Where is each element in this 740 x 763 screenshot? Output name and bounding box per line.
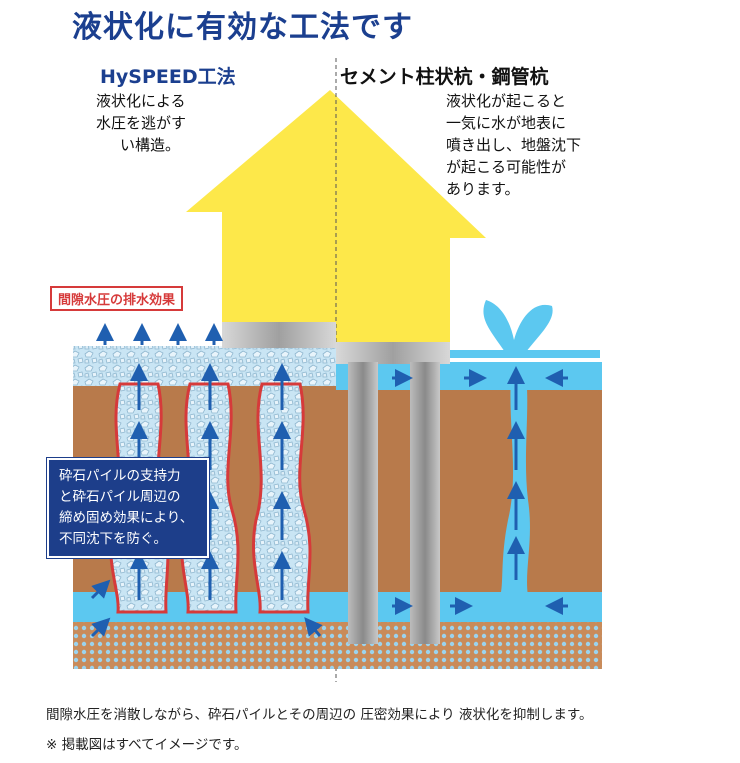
drainage-callout: 間隙水圧の排水効果 [50, 286, 184, 311]
water-flow-arrow [392, 366, 568, 615]
page-title: 液状化に有効な工法です [72, 10, 413, 45]
desc-line: 水圧を逃がす [96, 114, 187, 132]
desc-line: あります。 [446, 180, 520, 198]
left-description: 液状化による 水圧を逃がす い構造。 [96, 90, 186, 156]
desc-line: 液状化による [96, 92, 186, 110]
note: ※ 掲載図はすべてイメージです。 [46, 737, 248, 753]
info-line: と砕石パイル周辺の [59, 489, 181, 505]
right-method-heading: セメント柱状杭・鋼管杭 [340, 66, 549, 88]
info-box: 砕石パイルの支持力 と砕石パイル周辺の 締め固め効果により、 不同沈下を防ぐ。 [46, 457, 210, 559]
water-fountain [483, 300, 553, 352]
info-line: 締め固め効果により、 [59, 510, 194, 526]
desc-line: が起こる可能性が [446, 158, 567, 176]
desc-line: 液状化が起こると [446, 92, 567, 110]
desc-line: 一気に水が地表に [446, 114, 567, 132]
info-line: 砕石パイルの支持力 [59, 468, 181, 484]
caption: 間隙水圧を消散しながら、砕石パイルとその周辺の 圧密効果により 液状化を抑制しま… [46, 707, 593, 723]
desc-line: い構造。 [120, 136, 181, 154]
desc-line: 噴き出し、地盤沈下 [446, 136, 582, 154]
info-line: 不同沈下を防ぐ。 [59, 531, 167, 547]
right-ground [336, 300, 602, 669]
steel-pile [348, 362, 378, 644]
steel-pile [410, 362, 440, 644]
right-description: 液状化が起こると 一気に水が地表に 噴き出し、地盤沈下 が起こる可能性が ありま… [446, 90, 581, 200]
left-method-heading: HySPEED工法 [100, 66, 236, 88]
